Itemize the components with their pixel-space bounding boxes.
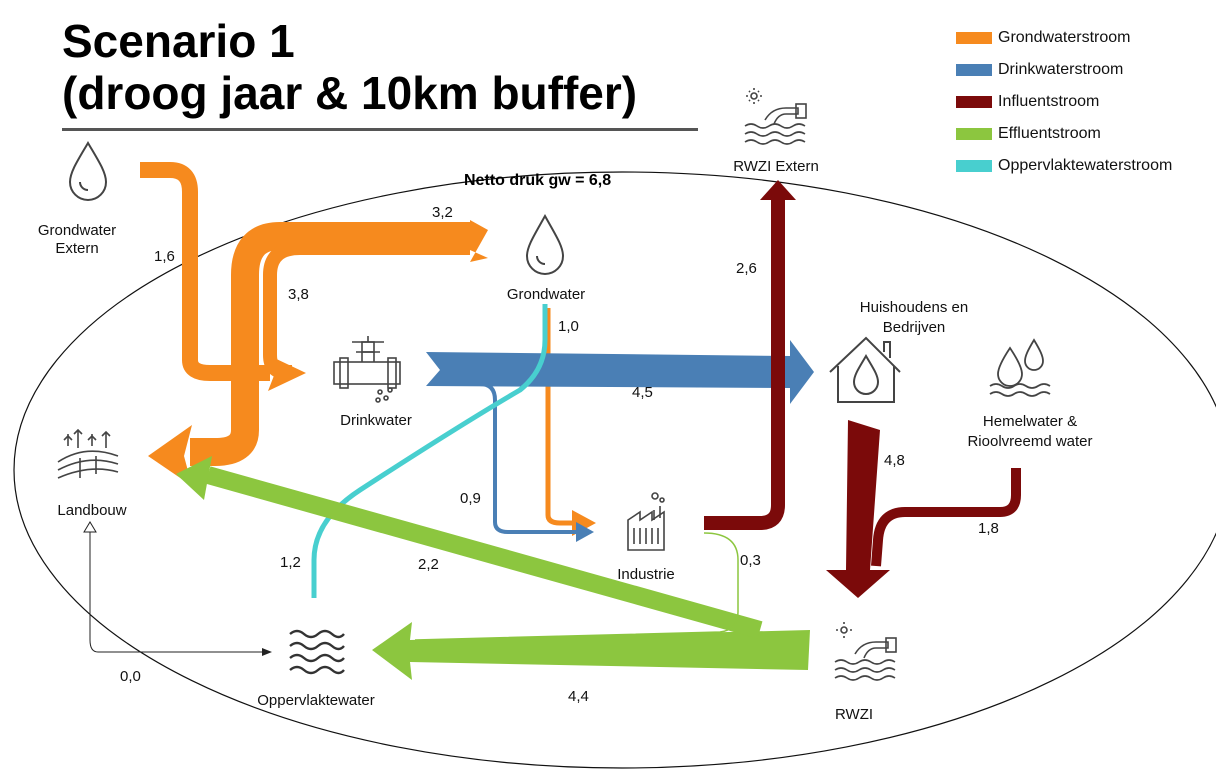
node-label-rwzi: RWZI — [834, 706, 874, 723]
flow-value-gw-landbouw: 3,2 — [432, 204, 453, 221]
legend-swatch — [956, 32, 992, 44]
agriculture-icon — [57, 428, 119, 479]
treatment-plant-icon-rwzi — [834, 622, 897, 681]
flow-value-drinkwater-huishoudens: 4,5 — [632, 384, 653, 401]
flow-value-gw-extern-drinkwater: 1,6 — [154, 248, 175, 265]
flow-hemelwater-rwzi — [871, 468, 1021, 567]
treatment-plant-icon-extern — [744, 88, 807, 145]
legend-item-effluentstroom: Effluentstroom — [956, 118, 1172, 150]
flow-value-rwzi-oppervlaktewater: 4,4 — [568, 688, 589, 705]
node-label-huishoudens: Huishoudens en Bedrijven — [859, 299, 969, 336]
flow-value-huishoudens-rwzi: 4,8 — [884, 452, 905, 469]
flow-huishoudens-rwzi — [826, 420, 890, 598]
legend-item-influentstroom: Influentstroom — [956, 86, 1172, 118]
flow-rwzi-landbouw — [205, 466, 763, 639]
legend-swatch — [956, 128, 992, 140]
legend-swatch — [956, 160, 992, 172]
legend-item-grondwaterstroom: Grondwaterstroom — [956, 22, 1172, 54]
water-drop-icon — [68, 141, 108, 201]
node-label-grondwater-extern: Grondwater Extern — [37, 222, 117, 257]
flow-value-hemelwater-rwzi: 1,8 — [978, 520, 999, 537]
flow-value-gw-industrie: 1,0 — [558, 318, 579, 335]
legend: Grondwaterstroom Drinkwaterstroom Influe… — [956, 22, 1172, 182]
factory-icon — [627, 492, 665, 551]
title-divider — [62, 128, 698, 131]
waves-icon — [289, 629, 345, 675]
flow-oppervlakte-grondwater — [311, 304, 548, 598]
node-label-industrie: Industrie — [617, 566, 675, 583]
page-title: Scenario 1 — [62, 15, 295, 67]
flow-rwzi-landbouw-arrow — [176, 456, 212, 500]
node-label-oppervlaktewater: Oppervlaktewater — [257, 692, 375, 709]
legend-swatch — [956, 96, 992, 108]
house-icon — [829, 336, 901, 403]
flow-industrie-rwzi — [414, 532, 739, 641]
flow-gw-industrie — [545, 308, 575, 526]
legend-item-oppervlaktewaterstroom: Oppervlaktewaterstroom — [956, 150, 1172, 182]
legend-label: Drinkwaterstroom — [998, 61, 1124, 78]
flow-rwzi-oppervlaktewater — [372, 622, 810, 680]
flow-gw-tail — [470, 220, 488, 262]
flow-influent-rwzi-extern — [704, 198, 785, 530]
flow-drinkwater-industrie — [479, 382, 578, 534]
flow-gw-landbouw — [190, 222, 472, 466]
flow-gw-extern-drinkwater — [140, 162, 270, 381]
page-subtitle: (droog jaar & 10km buffer) — [62, 67, 638, 119]
water-drop-icon-grondwater — [525, 213, 565, 275]
node-label-drinkwater: Drinkwater — [340, 412, 412, 429]
flow-oppervlakte-landbouw-arrow2 — [262, 648, 272, 656]
system-boundary — [13, 171, 1216, 769]
legend-label: Grondwaterstroom — [998, 29, 1131, 46]
flow-value-gw-drinkwater: 3,8 — [288, 286, 309, 303]
flow-gw-landbouw-arrow — [148, 425, 192, 486]
rain-water-icon — [989, 338, 1051, 397]
flow-value-oppervlakte-grondwater: 1,2 — [280, 554, 301, 571]
node-label-grondwater: Grondwater — [506, 286, 586, 303]
flow-gw-drinkwater — [263, 241, 470, 379]
node-label-hemelwater: Hemelwater & Rioolvreemd water — [967, 413, 1093, 450]
flow-oppervlakte-landbouw-arrow — [83, 521, 97, 533]
flow-value-influent-rwzi-extern: 2,6 — [736, 260, 757, 277]
flow-drinkwater-industrie-arrow — [576, 522, 594, 542]
legend-item-drinkwaterstroom: Drinkwaterstroom — [956, 54, 1172, 86]
legend-label: Oppervlaktewaterstroom — [998, 157, 1173, 174]
flow-value-industrie-rwzi: 0,3 — [740, 552, 761, 569]
node-label-rwzi-extern: RWZI Extern — [733, 158, 819, 175]
legend-swatch — [956, 64, 992, 76]
flow-influent-rwzi-extern-arrow — [760, 180, 796, 200]
flow-value-rwzi-landbouw: 2,2 — [418, 556, 439, 573]
netto-druk-label: Netto druk gw = 6,8 — [464, 172, 612, 189]
flow-value-oppervlakte-landbouw: 0,0 — [120, 668, 141, 685]
flow-oppervlakte-landbouw — [89, 530, 270, 653]
flow-drinkwater-huishoudens — [426, 340, 814, 404]
flow-value-drinkwater-industrie: 0,9 — [460, 490, 481, 507]
legend-label: Influentstroom — [998, 93, 1100, 110]
legend-label: Effluentstroom — [998, 125, 1101, 142]
water-tap-icon — [333, 336, 401, 403]
node-label-landbouw: Landbouw — [57, 502, 127, 519]
